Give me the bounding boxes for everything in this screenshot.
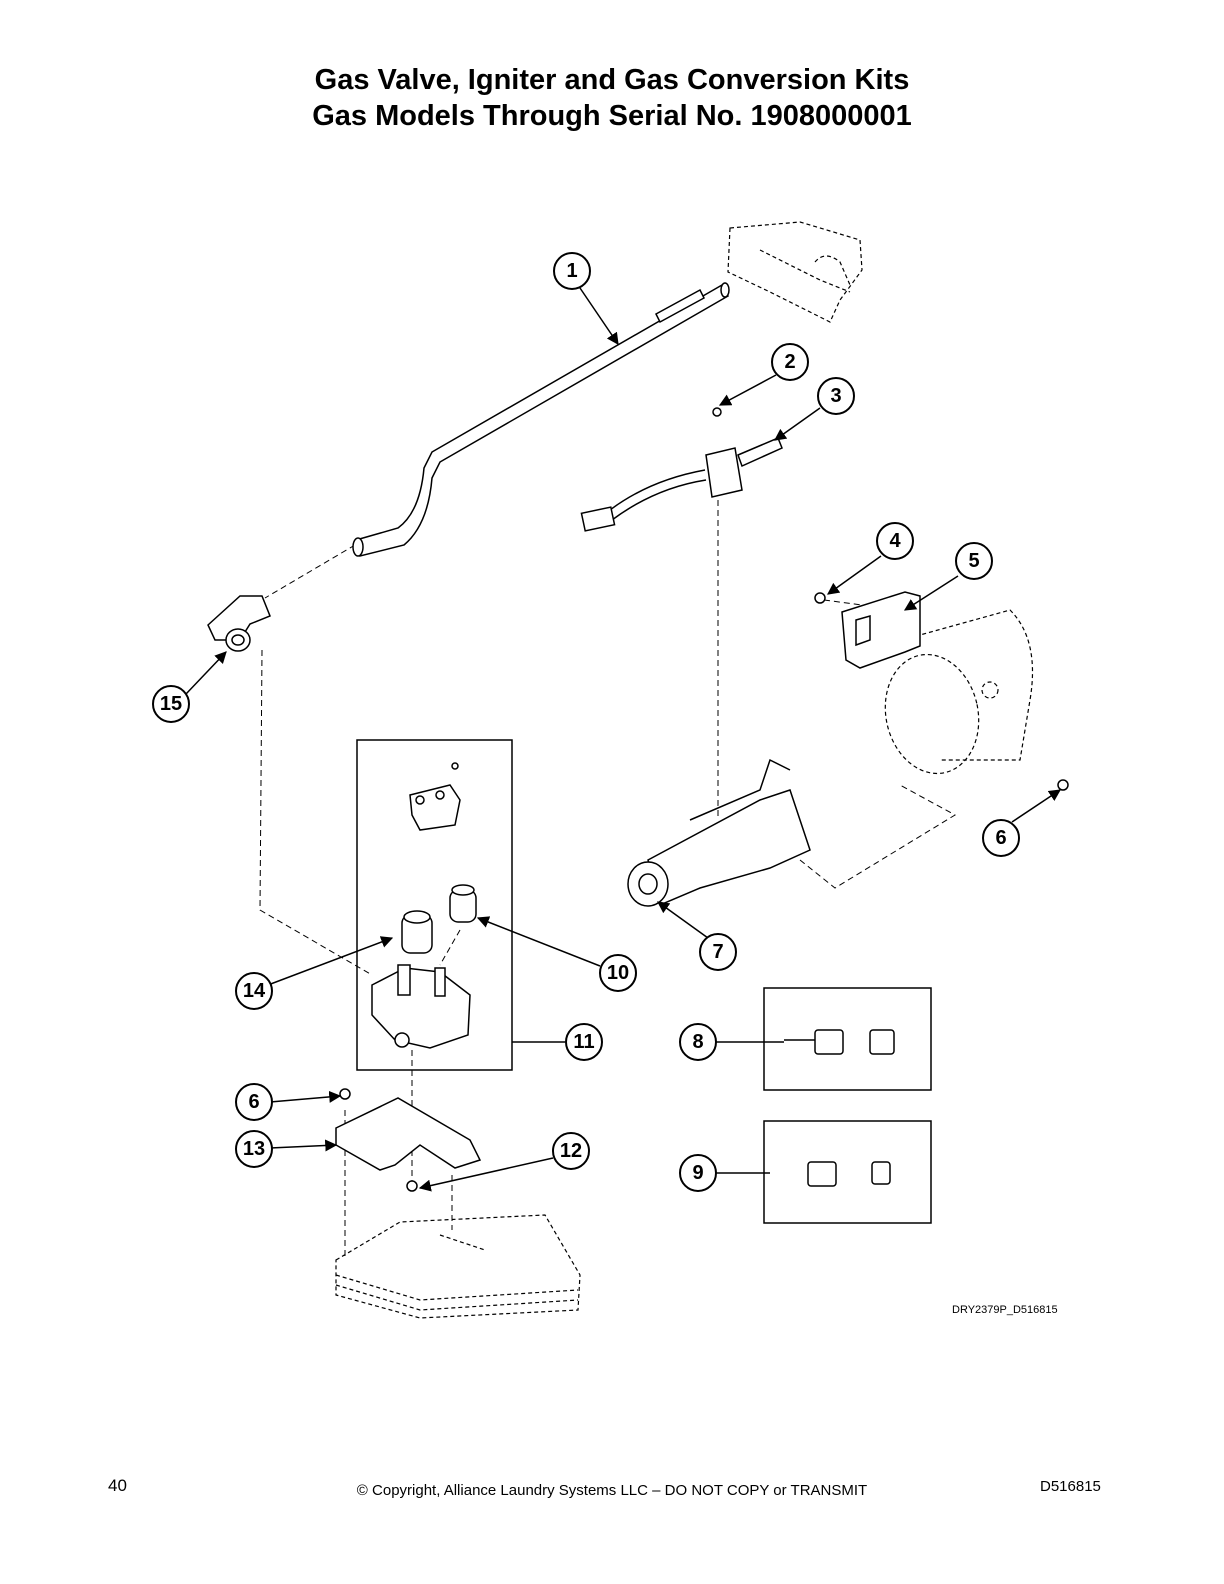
natural-gas-conversion-kit-box bbox=[763, 1120, 932, 1224]
callout-8: 8 bbox=[679, 1023, 717, 1061]
callout-6-valve: 6 bbox=[235, 1083, 273, 1121]
callout-6-burner: 6 bbox=[982, 819, 1020, 857]
callout-13: 13 bbox=[235, 1130, 273, 1168]
svg-text:8: 8 bbox=[692, 1031, 703, 1053]
natural-gas-conversion-kit-parts bbox=[807, 1161, 891, 1187]
elbow-fitting-part bbox=[207, 595, 271, 652]
callout-2: 2 bbox=[771, 343, 809, 381]
igniter-part bbox=[580, 407, 783, 532]
base-plate-outline bbox=[335, 1214, 581, 1319]
svg-text:11: 11 bbox=[573, 1031, 594, 1053]
svg-text:5: 5 bbox=[968, 550, 979, 572]
igniter-bracket-part bbox=[814, 591, 921, 669]
svg-text:15: 15 bbox=[160, 693, 182, 715]
callout-7: 7 bbox=[699, 933, 737, 971]
document-number: D516815 bbox=[1040, 1478, 1101, 1495]
burner-housing-outline bbox=[884, 609, 1033, 775]
page-number: 40 bbox=[108, 1476, 127, 1495]
svg-text:2: 2 bbox=[784, 351, 795, 373]
callout-15: 15 bbox=[152, 685, 190, 723]
solenoid-coils-part bbox=[401, 884, 477, 954]
burner-tube-part bbox=[627, 758, 1069, 907]
callout-14: 14 bbox=[235, 972, 273, 1010]
svg-text:7: 7 bbox=[712, 941, 723, 963]
page-title: Gas Valve, Igniter and Gas Conversion Ki… bbox=[0, 62, 1224, 134]
callout-1: 1 bbox=[553, 252, 591, 290]
callout-12: 12 bbox=[552, 1132, 590, 1170]
gas-valve-part bbox=[371, 762, 471, 1049]
svg-text:4: 4 bbox=[889, 530, 901, 552]
cabinet-bracket-outline bbox=[727, 221, 863, 323]
copyright-notice: © Copyright, Alliance Laundry Systems LL… bbox=[356, 1482, 868, 1499]
title-line-1: Gas Valve, Igniter and Gas Conversion Ki… bbox=[314, 64, 910, 96]
gas-pipe-part bbox=[352, 282, 730, 557]
callout-11: 11 bbox=[565, 1023, 603, 1061]
valve-assembly-box bbox=[356, 739, 513, 1071]
svg-text:6: 6 bbox=[995, 827, 1006, 849]
callout-5: 5 bbox=[955, 542, 993, 580]
valve-bracket-part bbox=[335, 1088, 482, 1192]
svg-text:3: 3 bbox=[830, 385, 841, 407]
callout-9: 9 bbox=[679, 1154, 717, 1192]
lp-conversion-kit-box bbox=[763, 987, 932, 1091]
callout-10: 10 bbox=[599, 954, 637, 992]
svg-text:12: 12 bbox=[560, 1140, 582, 1162]
svg-text:10: 10 bbox=[607, 962, 629, 984]
svg-text:9: 9 bbox=[692, 1162, 703, 1184]
callout-4: 4 bbox=[876, 522, 914, 560]
svg-text:6: 6 bbox=[248, 1091, 259, 1113]
lp-conversion-kit-parts bbox=[784, 1029, 895, 1055]
leader-lines bbox=[185, 287, 1061, 1192]
callout-3: 3 bbox=[817, 377, 855, 415]
svg-text:13: 13 bbox=[243, 1138, 265, 1160]
svg-text:14: 14 bbox=[243, 980, 266, 1002]
title-line-2: Gas Models Through Serial No. 1908000001 bbox=[312, 100, 912, 132]
assembly-lines bbox=[259, 500, 957, 1260]
figure-code: DRY2379P_D516815 bbox=[952, 1304, 1058, 1316]
svg-text:1: 1 bbox=[566, 260, 577, 282]
